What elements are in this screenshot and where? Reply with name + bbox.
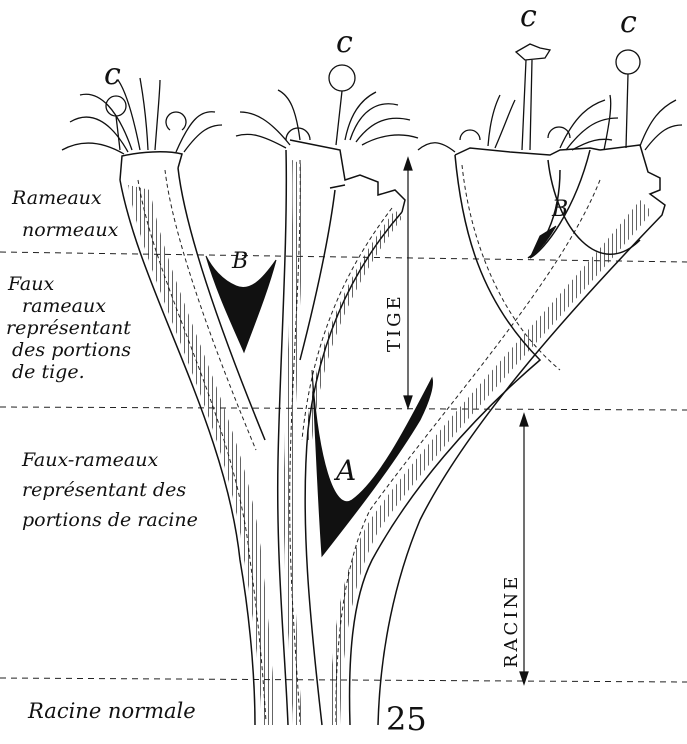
gonophore-bud-right-a	[460, 130, 480, 140]
label-faux-racine-3: portions de racine	[22, 509, 198, 531]
gonophore-center	[329, 65, 355, 91]
center-hydranth-outline	[290, 140, 405, 212]
marker-c-3: c	[520, 0, 537, 34]
gonophore-far-right	[616, 50, 640, 74]
gonophore-bud-right-b	[548, 127, 570, 138]
divider-normal-root	[0, 678, 687, 682]
center-side-knob	[330, 185, 345, 188]
label-faux-racine-2: représentant des	[22, 479, 186, 501]
divider-normal-branches	[0, 252, 687, 262]
label-rameaux-1: Rameaux	[11, 187, 102, 209]
marker-c-2: c	[336, 25, 353, 60]
racine-arrow-head-down	[520, 672, 528, 684]
wedge-B-right	[530, 226, 556, 258]
gonophore-stalk-right	[522, 60, 532, 150]
right-endoderm-line-a	[462, 165, 560, 370]
label-rameaux-2: normeaux	[22, 219, 119, 241]
right-endoderm-line-b	[336, 180, 600, 722]
divider-stem-portions	[0, 407, 687, 410]
label-racine: RACINE	[501, 574, 522, 668]
gonophore-right-open	[516, 44, 550, 60]
racine-arrow-head-up	[520, 414, 528, 426]
center-stem-hatching	[284, 160, 304, 725]
hydranths	[62, 44, 682, 154]
left-hydranth-body	[120, 152, 182, 180]
label-tige: TIGE	[384, 293, 405, 352]
right-hydranth-top	[455, 148, 600, 155]
label-faux-tige-2: rameaux	[22, 295, 106, 317]
label-faux-racine-1: Faux-rameaux	[21, 449, 158, 471]
gonophore-stalk-far-right	[626, 74, 628, 148]
figure-number: 25	[386, 700, 427, 738]
marker-B-right: B	[551, 197, 568, 222]
stem-hatching	[128, 160, 652, 725]
marker-c-4: c	[620, 5, 637, 40]
label-faux-tige-4: des portions	[12, 339, 131, 361]
label-faux-tige-1: Faux	[7, 273, 54, 295]
tige-arrow-head-down	[404, 396, 412, 408]
right-stem-hatching	[330, 200, 652, 725]
gonophore-stalk-center	[336, 91, 342, 145]
inner-dashed-lines	[138, 160, 600, 722]
label-racine-normale: Racine normale	[27, 699, 196, 723]
marker-c-1: c	[104, 57, 121, 92]
marker-B-left: B	[231, 249, 248, 274]
label-faux-tige-3: représentant	[6, 317, 131, 339]
tige-arrow-head-up	[404, 158, 412, 170]
marker-letters: c c c c B B A	[104, 0, 637, 487]
label-faux-tige-5: de tige.	[12, 361, 85, 383]
marker-A: A	[333, 454, 356, 487]
gonophore-bud-left	[166, 112, 186, 130]
